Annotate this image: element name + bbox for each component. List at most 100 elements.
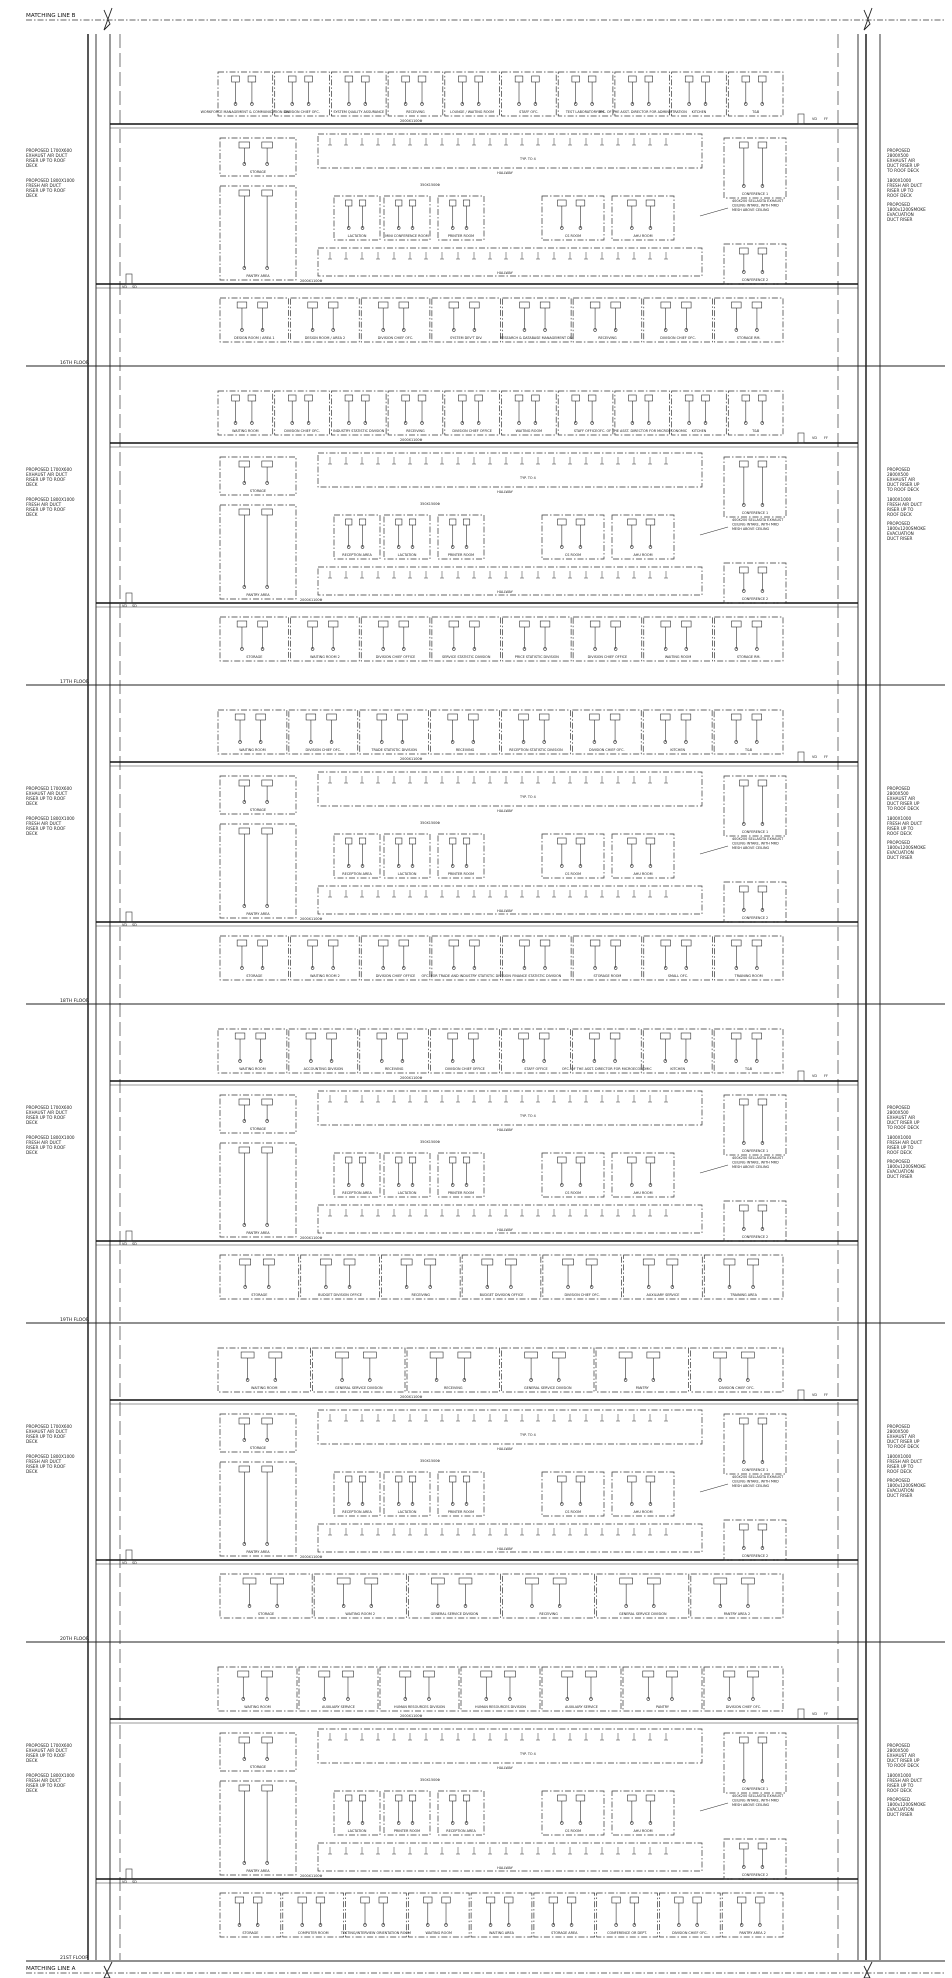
ceiling-unit [449,837,457,845]
supply-diffuser [392,1733,396,1741]
room-outline [723,456,787,518]
supply-diffuser [552,252,556,260]
mid-room: CS ROOM [541,1471,605,1517]
hallway-north [317,452,703,488]
conference-1: CONFERENCE 1 [723,137,787,199]
bottom-room: AUXILIARY SERVICE [623,1254,703,1300]
room-outline [542,1254,622,1300]
ceiling-unit [238,1736,250,1744]
ceiling-unit [666,1258,679,1266]
supply-diffuser [456,1528,460,1536]
room-name: CS ROOM [565,553,581,557]
diffuser-symbol [240,647,244,651]
supply-diffuser [472,890,476,898]
diffuser-symbol [551,1923,556,1927]
diffuser-symbol [265,1119,269,1123]
ceiling-unit [589,1032,600,1040]
diffuser-symbol [260,966,265,970]
room-outline [723,1094,787,1156]
top-room: RECEIVING [430,709,500,755]
room-name: WAITING ROOM 2 [310,974,340,978]
room-outline [611,833,675,879]
fresh-air-riser-note-right-line: FRESH AIR DUCT [887,1778,923,1783]
room-outline [703,1254,784,1300]
exhaust-riser-note-right-line: DUCT RISER UP [887,801,920,806]
room-outline [723,1519,787,1561]
room-outline [387,390,444,436]
supply-diffuser [488,1733,492,1741]
supply-diffuser [360,776,364,784]
supply-diffuser [552,776,556,784]
supply-diffuser [408,1733,412,1741]
ceiling-unit [731,1032,742,1040]
supply-diffuser [552,1209,556,1217]
hallway-north [317,1090,703,1126]
hallway-label: HALLWAY [497,171,514,175]
diffuser-symbol [590,102,594,106]
matching-line-b-label: MATCHING LINE B [26,13,76,19]
diffuser-symbol [648,1502,653,1506]
supply-diffuser [376,138,380,146]
room-outline [502,1573,596,1619]
fresh-air-riser-note-right-line: FRESH AIR DUCT [887,1459,923,1464]
corridor-duct-size: 350X1500Φ [420,1778,440,1782]
diffuser-symbol [360,1183,365,1187]
diffuser-symbol [647,421,651,425]
supply-diffuser [424,890,428,898]
floor-label: 17TH FLOOR [60,679,90,685]
diffuser-symbol [574,421,578,425]
break-mark-bottom-right [863,1961,873,1978]
supply-diffuser [616,1209,620,1217]
ceiling-unit [575,199,586,207]
supply-diffuser [408,890,412,898]
mid-room: LACTATION [383,1152,431,1198]
hallway-label: HALLWAY [497,1866,514,1870]
diffuser-symbol [533,421,538,425]
room-outline [611,1152,675,1198]
diffuser-symbol [560,864,564,868]
ceiling-unit [627,199,637,207]
room-name: DIVISION CHIEF OFC. [589,748,625,752]
ceiling-unit [431,1577,445,1585]
fresh-air-riser-note-left-line: PROPOSED 1800X1000 [26,1454,75,1459]
room-name: AHU ROOM [633,234,652,238]
diffuser-symbol [368,1378,372,1382]
ceiling-unit [741,1577,755,1585]
diffuser-symbol [755,740,759,744]
riser-stub [797,751,805,763]
top-room: PANTRY [595,1347,689,1393]
corridor-duct-size: 350X1500Φ [420,1459,440,1463]
room-outline [274,390,330,436]
ceiling-unit [288,75,297,83]
conference-1: CONFERENCE 1 [723,1413,787,1475]
supply-diffuser [424,1528,428,1536]
ceiling-unit [335,1351,349,1359]
room-name: T&B [751,110,760,114]
supply-diffuser [440,1095,444,1103]
ceiling-unit [739,1736,749,1744]
room-name: RECEIVING [539,1612,558,1616]
ceiling-unit [424,1258,437,1266]
diffuser-symbol [241,1697,245,1701]
fire-damper-tag: FF [824,1393,828,1397]
leader-line [699,1164,729,1174]
diffuser-symbol [452,328,456,332]
supply-diffuser [488,571,492,579]
ceiling-unit [447,713,458,721]
room-outline [444,71,500,117]
ceiling-unit [713,1351,727,1359]
diffuser-symbol [484,1697,488,1701]
room-outline [614,71,670,117]
ceiling-unit [539,301,551,309]
ceiling-unit [345,1156,353,1164]
diffuser-symbol [630,421,635,425]
supply-diffuser [456,1209,460,1217]
ceiling-unit [360,1896,370,1904]
room-outline [219,1254,300,1300]
room-outline [437,833,485,879]
mid-room: LACTATION [383,1471,431,1517]
ceiling-unit [261,1417,273,1425]
ceiling-unit [361,394,370,402]
